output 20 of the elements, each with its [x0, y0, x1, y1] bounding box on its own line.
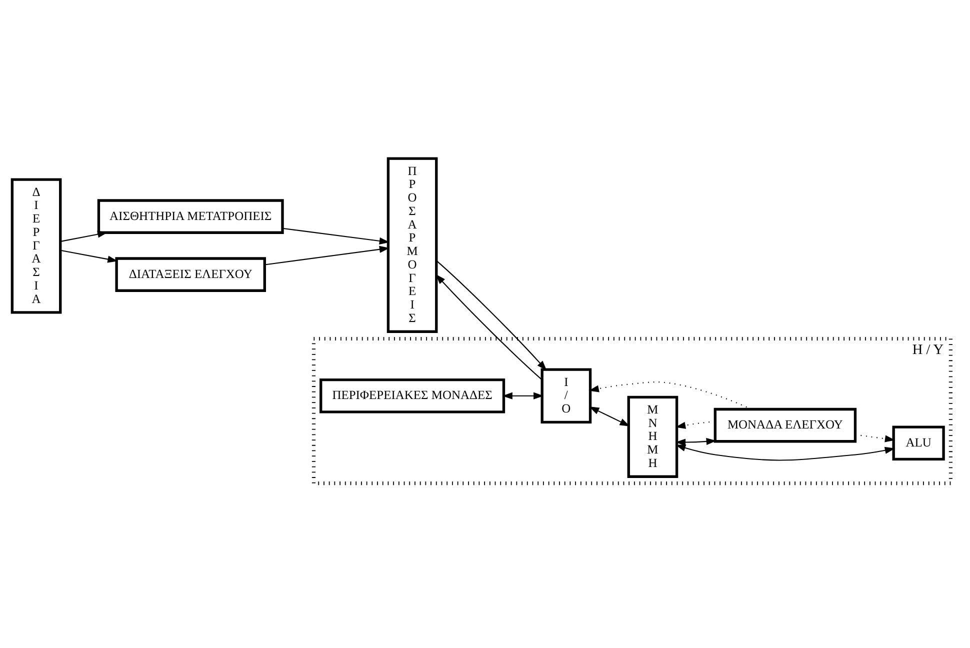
node-box: ΔΙΑΤΑΞΕΙΣ ΕΛΕΓΧΟΥ	[115, 256, 266, 292]
node-box: ΜΟΝΑΔΑ ΕΛΕΓΧΟΥ	[714, 407, 857, 442]
node-box: ΑΙΣΘΗΤΗΡΙΑ ΜΕΤΑΤΡΟΠΕΙΣ	[97, 198, 284, 234]
arrow	[675, 444, 896, 460]
node-box: I / O	[540, 368, 592, 424]
arrow	[60, 249, 118, 262]
arrow	[436, 260, 547, 370]
arrow	[502, 392, 544, 399]
node-box: Μ Ν Η Μ Η	[627, 395, 678, 478]
arrow	[675, 437, 716, 446]
node-box: Δ Ι Ε Ρ Γ Α Σ Ι Α	[10, 178, 62, 314]
arrow	[264, 245, 390, 265]
node-box: ALU	[892, 425, 945, 460]
arrow	[436, 274, 542, 380]
arrow	[282, 227, 390, 244]
arrow	[60, 230, 108, 242]
node-box: Π Ρ Ο Σ Α Ρ Μ Ο Γ Ε Ι Σ	[386, 156, 438, 332]
arrow	[589, 406, 630, 426]
node-box: ΠΕΡΙΦΕΡΕΙΑΚΕΣ ΜΟΝΑΔΕΣ	[320, 378, 506, 413]
arrow	[675, 420, 715, 428]
